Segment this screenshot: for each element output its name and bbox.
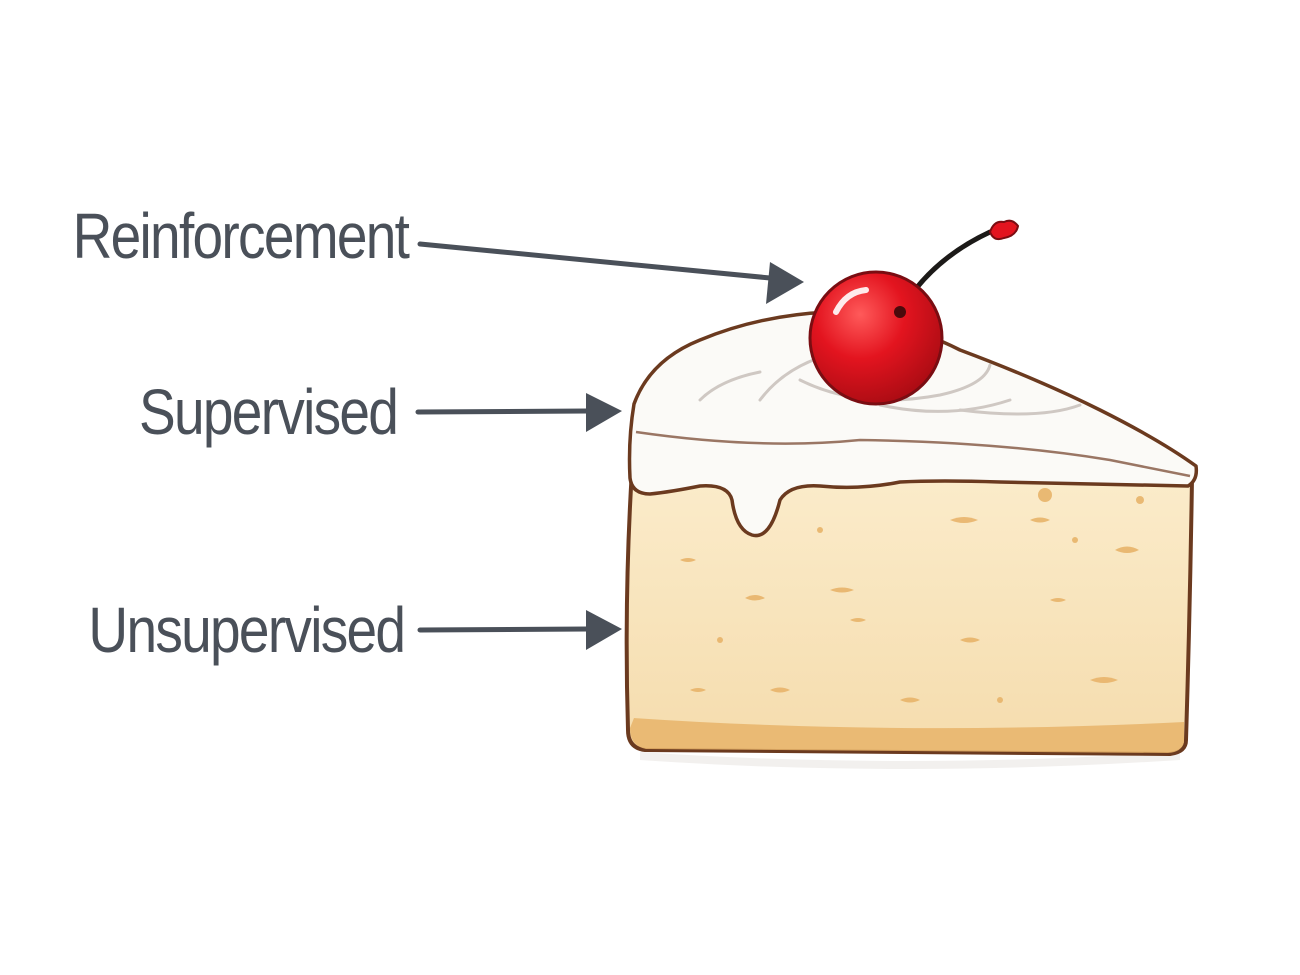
crumb-texture bbox=[680, 488, 1144, 703]
arrow-unsupervised bbox=[417, 610, 622, 650]
label-unsupervised: Unsupervised bbox=[88, 594, 406, 666]
label-supervised: Supervised bbox=[138, 376, 399, 448]
cherry-icon bbox=[808, 219, 1020, 406]
arrow-reinforcement bbox=[417, 241, 804, 304]
label-reinforcement: Reinforcement bbox=[72, 200, 409, 272]
arrow-supervised bbox=[415, 393, 622, 432]
cake-slice-icon bbox=[624, 310, 1199, 769]
